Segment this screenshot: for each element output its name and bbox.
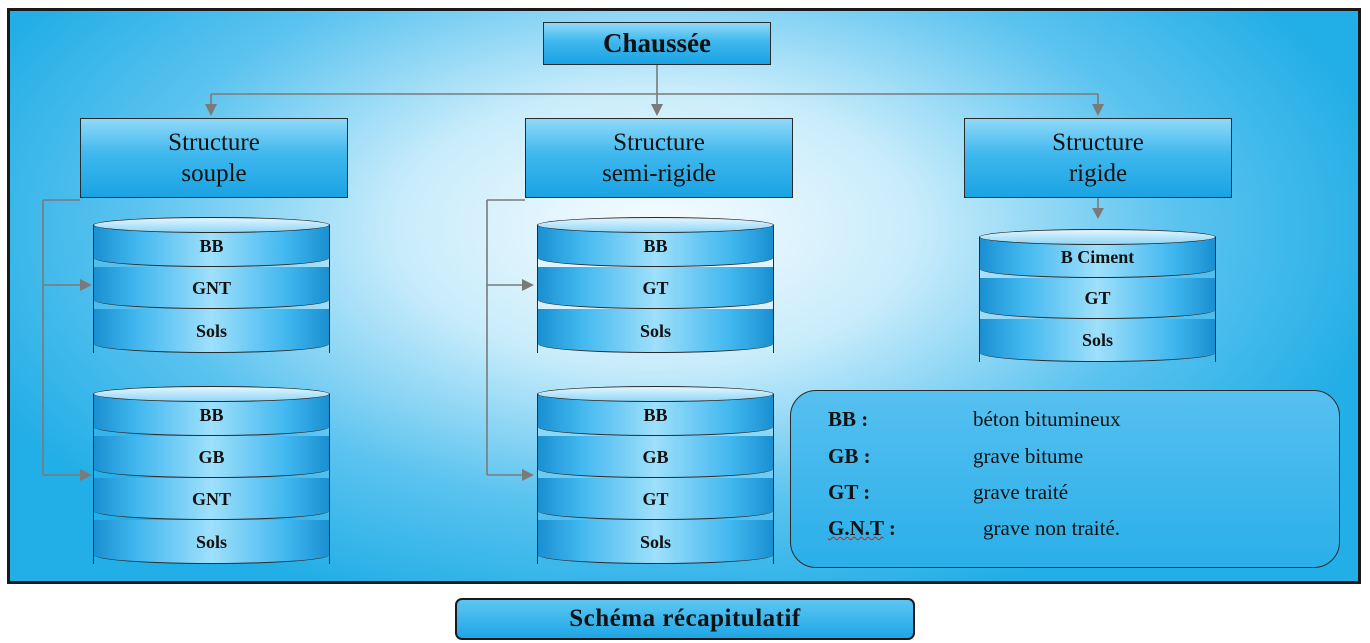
- cylinder-top: [537, 217, 774, 233]
- legend-definition: béton bitumineux: [973, 407, 1121, 431]
- cylinder-top: [979, 229, 1216, 245]
- layer: Sols: [537, 520, 774, 564]
- layer: GNT: [93, 267, 330, 309]
- legend-abbr: BB :: [828, 407, 869, 431]
- layer: GB: [93, 436, 330, 478]
- legend-definition: grave non traité.: [983, 516, 1121, 540]
- layer: Sols: [93, 520, 330, 564]
- legend-row: GB : grave bitume: [791, 444, 1339, 474]
- layer: Sols: [93, 309, 330, 353]
- cylinder-top: [93, 217, 330, 233]
- legend-abbr: G.N.T :: [828, 516, 896, 540]
- cylinder-rigide-1: B Ciment GT Sols: [979, 229, 1216, 362]
- cylinder-top: [93, 386, 330, 402]
- layer: GNT: [93, 478, 330, 520]
- legend-abbr: GB :: [828, 444, 871, 468]
- cylinder-semi-2: BB GB GT Sols: [537, 386, 774, 564]
- layer: Sols: [979, 319, 1216, 362]
- layer: GT: [537, 478, 774, 520]
- legend-row: G.N.T : grave non traité.: [791, 516, 1339, 546]
- caption-label: Schéma récapitulatif: [569, 605, 801, 632]
- cylinder-top: [537, 386, 774, 402]
- legend-definition: grave bitume: [973, 444, 1084, 468]
- cylinder-souple-1: BB GNT Sols: [93, 217, 330, 353]
- cylinder-semi-1: BB GT Sols: [537, 217, 774, 353]
- cylinder-souple-2: BB GB GNT Sols: [93, 386, 330, 564]
- layer: GT: [979, 278, 1216, 319]
- caption-box: Schéma récapitulatif: [455, 598, 915, 640]
- legend-box: BB : béton bitumineux GB : grave bitume …: [790, 390, 1340, 568]
- layer: GT: [537, 267, 774, 309]
- legend-row: BB : béton bitumineux: [791, 407, 1339, 437]
- legend-abbr: GT :: [828, 480, 871, 504]
- root-label: Chaussée: [602, 27, 711, 58]
- layer: GB: [537, 436, 774, 478]
- legend-definition: grave traité: [973, 480, 1069, 504]
- layer: Sols: [537, 309, 774, 353]
- root-box-chaussee: Chaussée: [543, 22, 771, 65]
- legend-row: GT : grave traité: [791, 480, 1339, 510]
